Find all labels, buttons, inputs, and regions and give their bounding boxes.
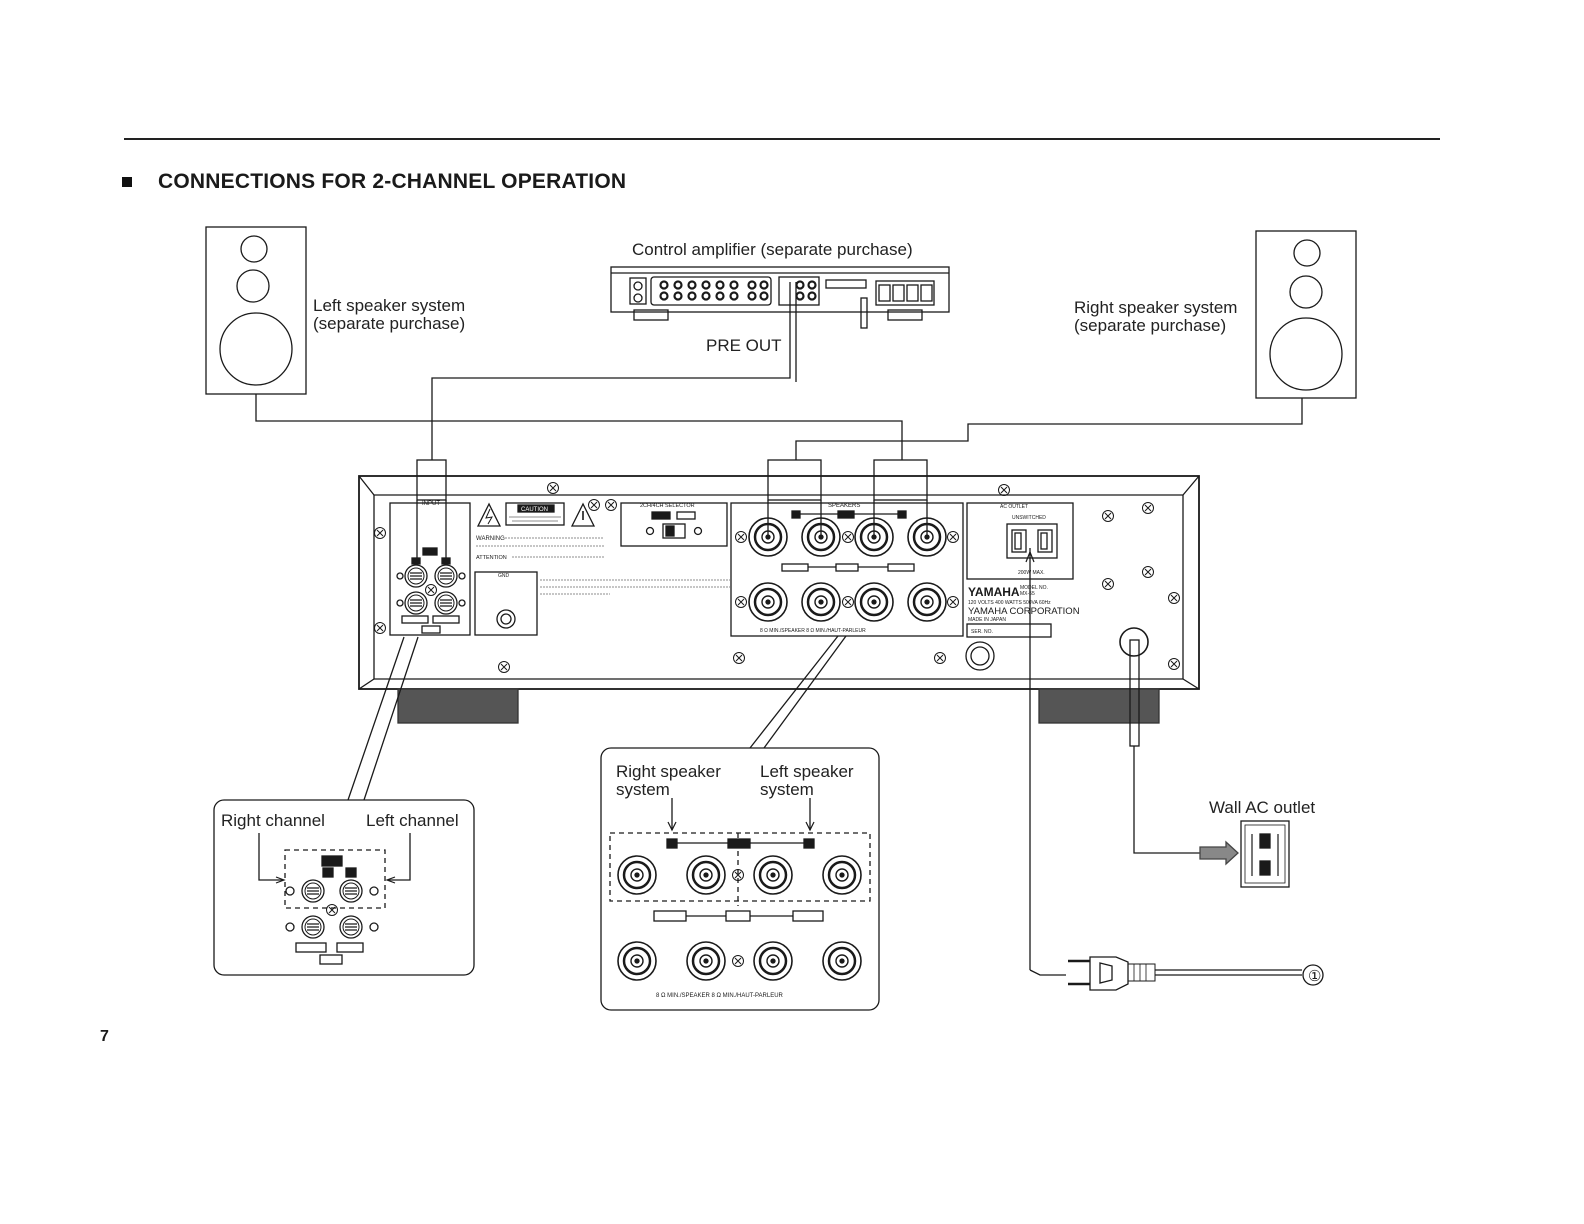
left-speaker-label-1: Left speaker system	[313, 296, 466, 315]
brand-label: YAMAHA	[968, 585, 1020, 599]
plug-callout-number: ①	[1308, 968, 1321, 985]
detail-impedance-label: 8 Ω MIN./SPEAKER 8 Ω MIN./HAUT-PARLEUR	[656, 993, 784, 999]
ser-no-label: SER. NO.	[971, 629, 993, 635]
right-channel-label: Right channel	[221, 811, 325, 830]
speaker-terminal-detail-box: 8 Ω MIN./SPEAKER 8 Ω MIN./HAUT-PARLEUR	[600, 747, 880, 1011]
control-amp-label: Control amplifier (separate purchase)	[632, 240, 913, 259]
right-foot	[1038, 688, 1160, 724]
section-heading: CONNECTIONS FOR 2-CHANNEL OPERATION	[122, 170, 626, 194]
section-title: CONNECTIONS FOR 2-CHANNEL OPERATION	[158, 170, 627, 193]
corporation-label: YAMAHA CORPORATION	[968, 606, 1080, 617]
right-speaker-label-2: (separate purchase)	[1074, 316, 1227, 335]
right-speaker-icon	[1255, 230, 1357, 399]
ac-max-label: 200W MAX.	[1018, 570, 1045, 576]
ac-outlet-label: AC OUTLET	[1000, 504, 1028, 510]
power-rating-label: 120 VOLTS 400 WATTS 500VA 60Hz	[968, 600, 1051, 606]
bullet-square	[122, 177, 132, 187]
ac-plug-icon: ①	[1029, 956, 1324, 991]
detail-right-speaker-label-2: system	[616, 780, 670, 799]
left-speaker-label-2: (separate purchase)	[313, 314, 466, 333]
left-foot	[397, 688, 519, 724]
model-no-label: MODEL NO.	[1020, 585, 1048, 591]
gnd-label: GND	[498, 573, 510, 579]
made-in-label: MADE IN JAPAN	[968, 617, 1006, 623]
caution-label: CAUTION	[521, 507, 548, 513]
control-amplifier-icon	[610, 266, 950, 329]
input-detail-box	[213, 799, 475, 976]
left-speaker-icon	[205, 226, 307, 395]
speakers-section-label: SPEAKERS	[828, 503, 860, 509]
arrow-to-outlet-icon	[1199, 840, 1239, 866]
cord-to-outlet	[1133, 746, 1200, 854]
attention-label: ATTENTION	[476, 555, 507, 561]
detail-left-speaker-label-1: Left speaker	[760, 762, 854, 781]
top-rule	[124, 138, 1440, 140]
page-number: 7	[100, 1028, 109, 1045]
selector-label: 2CH/4CH SELECTOR	[640, 503, 695, 509]
detail-right-speaker-label-1: Right speaker	[616, 762, 721, 781]
ul-mark-icon	[965, 641, 995, 671]
cables-upper	[255, 282, 1303, 565]
model-label: MX-55	[1020, 591, 1035, 597]
impedance-label: 8 Ω MIN./SPEAKER 8 Ω MIN./HAUT-PARLEUR	[760, 628, 866, 634]
detail-left-speaker-label-2: system	[760, 780, 814, 799]
left-channel-label: Left channel	[366, 811, 459, 830]
wall-outlet-label: Wall AC outlet	[1209, 798, 1316, 817]
warning-label: WARNING	[476, 536, 505, 542]
power-amplifier-rear-panel: INPUT CAUTION WARNING ATTENTION GND	[358, 475, 1200, 970]
wall-outlet-icon	[1240, 820, 1290, 888]
callout-lines	[347, 635, 847, 801]
unswitched-label: UNSWITCHED	[1012, 515, 1046, 521]
right-speaker-label-1: Right speaker system	[1074, 298, 1238, 317]
input-section-label: INPUT	[422, 501, 440, 507]
pre-out-label: PRE OUT	[706, 336, 782, 355]
